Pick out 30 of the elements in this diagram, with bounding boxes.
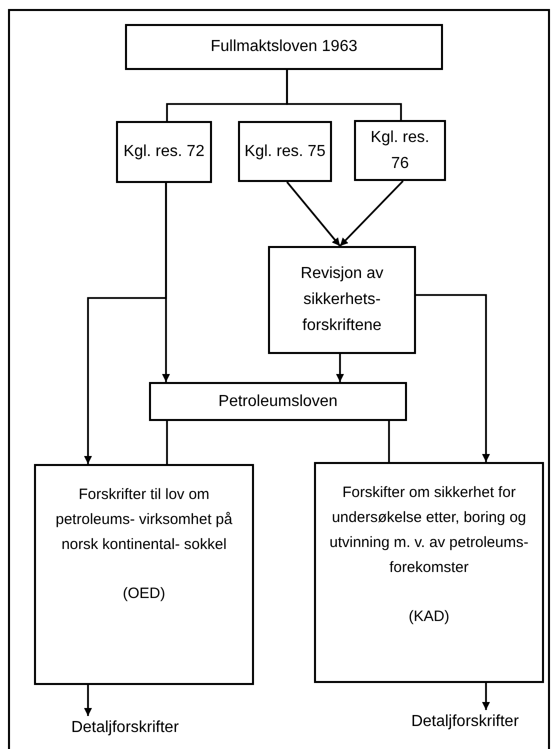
box-text: (OED): [122, 584, 166, 604]
regulation-box: [34, 464, 254, 685]
box-text: Forskrifter til lov om petroleums- virksomhet på norsk kontinental- sokkel: [54, 485, 234, 555]
box-text: Forskifter om sikkerhet for undersøkelse etter, boring og utvinning m. v. av petroleums- forekomster: [328, 483, 530, 578]
node-label: Detaljforskrifter: [411, 712, 519, 732]
arrow: [84, 685, 92, 716]
box-text: Kgl. res. 76: [370, 128, 430, 174]
arrow: [339, 180, 404, 247]
box-text: Fullmaktsloven 1963: [210, 37, 358, 57]
box-text: (KAD): [408, 607, 450, 627]
connector-line: [388, 421, 390, 462]
connector-line: [286, 70, 402, 120]
process-box: [116, 121, 212, 183]
arrow: [84, 183, 167, 464]
process-box: [238, 121, 332, 182]
arrow: [416, 294, 490, 462]
box-text: Petroleumsloven: [218, 392, 338, 412]
arrow: [336, 354, 344, 382]
box-text: Revisjon av sikkerhets- forskriftene: [300, 264, 384, 336]
process-box: [354, 120, 446, 181]
box-text: Kgl. res. 72: [124, 142, 204, 162]
connector-line: [166, 421, 168, 464]
process-box: [125, 24, 443, 70]
arrow: [482, 683, 490, 710]
regulation-box: [314, 462, 544, 683]
node-label: Detaljforskrifter: [71, 718, 179, 738]
process-box: [149, 382, 407, 421]
arrow: [286, 181, 341, 247]
process-box: [268, 246, 416, 354]
box-text: Kgl. res. 75: [244, 142, 326, 162]
